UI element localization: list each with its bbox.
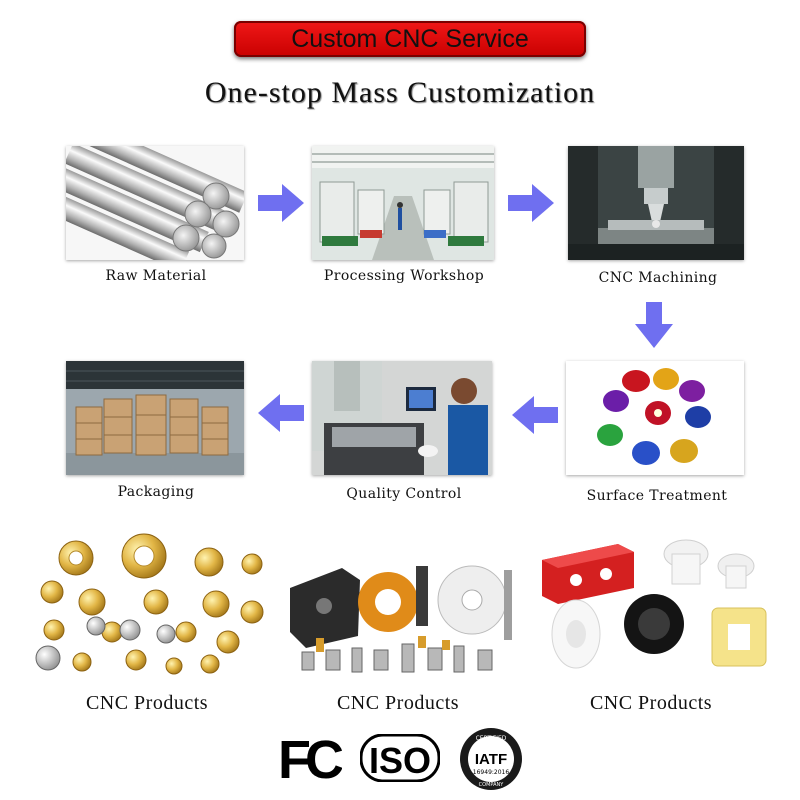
step-label-processing-workshop: Processing Workshop [323, 268, 485, 284]
iso-logo-icon: ISO [360, 734, 440, 782]
step-label-surface-treatment: Surface Treatment [586, 488, 728, 504]
arrow-down-icon [635, 302, 673, 348]
svg-text:CERTIFIED: CERTIFIED [476, 735, 507, 742]
product-label-plastic: CNC Products [589, 692, 713, 714]
step-label-raw-material: Raw Material [105, 268, 207, 284]
step-label-quality-control: Quality Control [346, 486, 462, 502]
brass-products-photo [24, 530, 270, 680]
iatf-seal-icon: CERTIFIED IATF 16949:2016 COMPANY [460, 728, 522, 790]
svg-text:IATF: IATF [475, 751, 507, 768]
mixed-parts-photo [282, 540, 520, 680]
svg-text:ISO: ISO [369, 740, 431, 781]
product-label-brass: CNC Products [85, 692, 209, 714]
fc-logo-icon: FC [278, 730, 342, 786]
packaging-photo [66, 361, 244, 475]
svg-text:COMPANY: COMPANY [479, 782, 505, 788]
arrow-right-icon [258, 184, 304, 222]
arrow-right-icon [508, 184, 554, 222]
arrow-left-icon [258, 394, 304, 432]
product-label-mixed: CNC Products [336, 692, 460, 714]
svg-text:FC: FC [278, 730, 342, 786]
arrow-left-icon [512, 396, 558, 434]
cnc-machining-photo [568, 146, 744, 260]
processing-workshop-photo [312, 146, 494, 260]
step-label-packaging: Packaging [117, 484, 195, 500]
page-headline: One-stop Mass Customization [204, 76, 596, 109]
plastic-parts-photo [536, 530, 772, 680]
surface-treatment-photo [566, 361, 744, 475]
svg-text:16949:2016: 16949:2016 [473, 769, 510, 776]
service-banner: Custom CNC Service [234, 21, 586, 57]
raw-material-photo [66, 146, 244, 260]
quality-control-photo [312, 361, 492, 475]
step-label-cnc-machining: CNC Machining [598, 270, 718, 286]
